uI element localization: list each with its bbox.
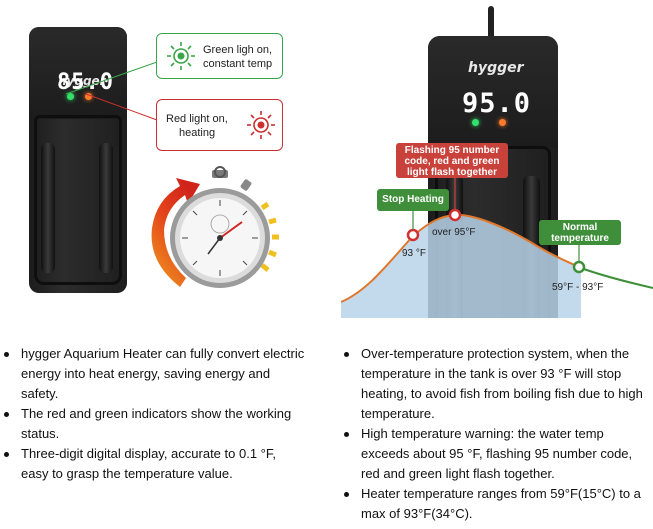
heater-top — [428, 36, 558, 148]
product-image-right: hygger 95.0 Flashing 95 number code, red… — [341, 0, 653, 318]
label-normal-range: 59°F - 93°F — [552, 282, 604, 293]
list-item: The red and green indicators show the wo… — [0, 404, 306, 444]
red-connector-line — [85, 93, 158, 121]
red-indicator-light — [85, 93, 92, 100]
point-93f — [406, 228, 420, 242]
normal-temperature-tag: Normal temperature — [539, 220, 621, 245]
list-item: Heater temperature ranges from 59°F(15°C… — [340, 484, 650, 524]
green-light-callout: Green ligh on, constant temp — [156, 33, 283, 79]
stop-heating-label: Stop Heating — [382, 194, 444, 205]
green-indicator-light — [472, 119, 479, 126]
normal-tag-line-1: Normal — [562, 222, 598, 233]
progress-dashes — [260, 201, 279, 272]
red-light-callout: Red light on, heating — [156, 99, 283, 151]
power-cable — [488, 6, 494, 42]
normal-curve — [580, 267, 653, 289]
point-normal — [572, 260, 586, 274]
flash-warning-tag: Flashing 95 number code, red and green l… — [396, 143, 508, 178]
temperature-curve — [341, 178, 653, 318]
product-image-left: hygger 85.0 Green ligh on, constant temp… — [0, 0, 322, 318]
flash-tag-line-1: Flashing 95 number — [404, 145, 500, 156]
temperature-display: 85.0 — [57, 70, 114, 95]
stop-heating-tag: Stop Heating — [377, 189, 449, 211]
heater-body: hygger 85.0 — [29, 27, 127, 293]
feature-list-right: Over-temperature protection system, when… — [340, 344, 650, 524]
green-callout-line-1: Green ligh on, — [203, 44, 273, 56]
green-callout-line-2: constant temp — [203, 58, 273, 70]
heating-arrow-icon — [151, 178, 200, 287]
stopwatch-illustration — [151, 166, 279, 288]
heater-slot-left — [41, 143, 55, 273]
heater-frame — [34, 115, 122, 285]
list-item: High temperature warning: the water temp… — [340, 424, 650, 484]
flash-tag-line-3: light flash together — [407, 167, 497, 178]
feature-list-left: hygger Aquarium Heater can fully convert… — [0, 344, 306, 484]
label-93f: 93 °F — [402, 248, 427, 259]
red-callout-line-2: heating — [179, 127, 216, 139]
green-connector-line — [65, 61, 158, 95]
heating-bulb-icon — [247, 111, 275, 139]
water-fill-area — [341, 214, 581, 318]
flash-tag-line-2: code, red and green — [404, 156, 500, 167]
callout-connectors — [65, 61, 158, 121]
label-over-95f: over 95°F — [432, 227, 476, 238]
red-indicator-light — [499, 119, 506, 126]
heater-slot-right — [99, 143, 113, 273]
bulb-icon — [167, 42, 195, 70]
green-indicator-light — [67, 93, 74, 100]
list-item: Three-digit digital display, accurate to… — [0, 444, 306, 484]
red-callout-line-1: Red light on, — [166, 113, 228, 125]
point-over-95f — [448, 208, 462, 222]
heater-top — [29, 27, 127, 119]
brand-logo: hygger — [468, 60, 524, 76]
temperature-display: 95.0 — [462, 88, 532, 119]
normal-tag-line-2: temperature — [551, 233, 609, 244]
list-item: hygger Aquarium Heater can fully convert… — [0, 344, 306, 404]
list-item: Over-temperature protection system, when… — [340, 344, 650, 424]
